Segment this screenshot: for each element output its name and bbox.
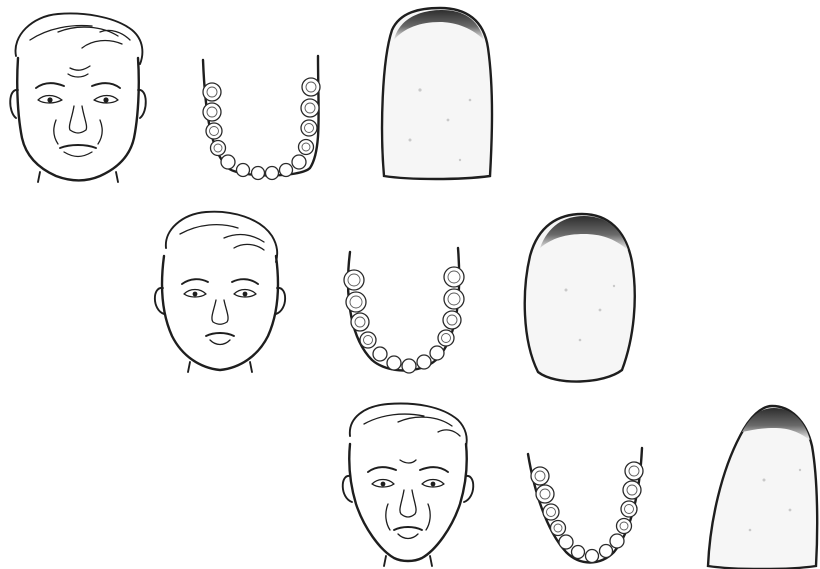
ovoid-incisor <box>525 214 635 382</box>
ovoid-face <box>155 212 285 372</box>
ovoid-dental-arch <box>344 248 464 373</box>
tapering-dental-arch <box>528 448 643 563</box>
row-square <box>10 8 492 182</box>
tapering-face <box>343 404 474 566</box>
square-face <box>10 14 146 182</box>
row-ovoid <box>155 212 635 382</box>
square-incisor <box>382 8 492 179</box>
tapering-incisor <box>708 406 817 569</box>
square-dental-arch <box>203 56 320 180</box>
row-tapering <box>343 404 817 569</box>
